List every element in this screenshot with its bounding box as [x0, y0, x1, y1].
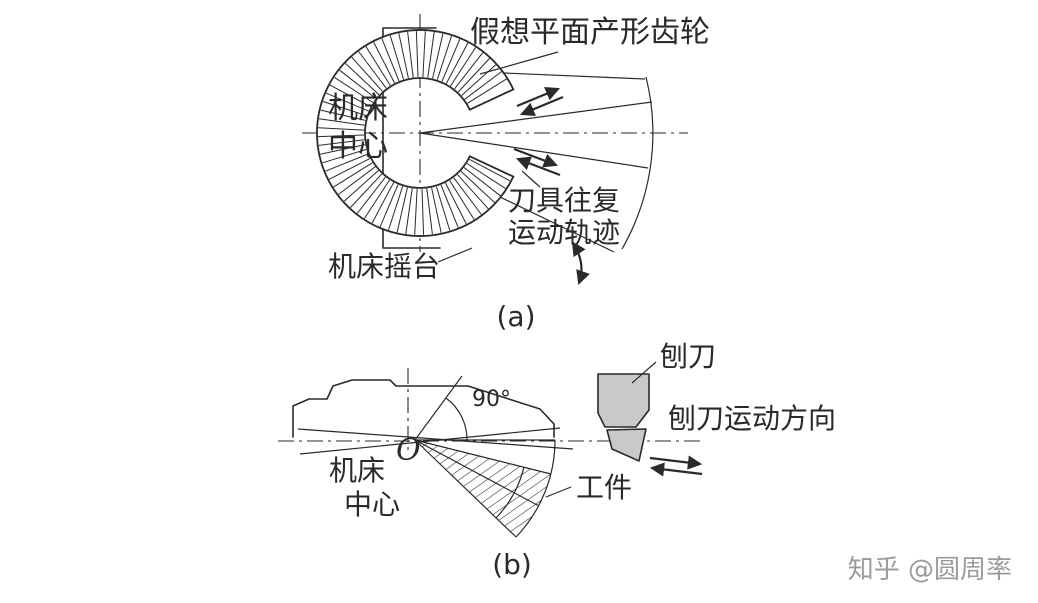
- cone-line-upper: [297, 428, 574, 450]
- toolpath-label-leader: [521, 170, 541, 188]
- workpiece-wedge: [414, 439, 556, 538]
- housing-outline: [292, 379, 555, 438]
- center-point-O: O: [396, 433, 421, 468]
- tool-motion-arrows: [649, 455, 703, 477]
- trajectory-line-upper: [419, 101, 653, 134]
- cradle-outline: [382, 27, 441, 249]
- cradle-label-leader: [437, 247, 473, 263]
- cradle-label: 机床摇台: [328, 250, 440, 283]
- watermark: 知乎 @圆周率: [848, 555, 1012, 585]
- gear-label-leader: [479, 51, 559, 75]
- workpiece-label: 工件: [576, 471, 632, 504]
- cone-line-lower: [299, 427, 561, 455]
- toolpath-label-line2: 运动轨迹: [508, 216, 620, 249]
- workpiece-label-leader: [545, 486, 572, 498]
- reciprocating-arrows-upper: [516, 87, 564, 116]
- angle-arc: [445, 397, 468, 441]
- planer-tool-label: 刨刀: [660, 340, 716, 373]
- crown-gear-hatch: [318, 31, 511, 235]
- figure-a: 假想平面产形齿轮 机床 中心 刀具往复 运动轨迹 机床摇台 (a): [302, 14, 710, 333]
- trajectory-line-lower: [419, 132, 649, 169]
- cradle-sector-lower-edge: [497, 195, 615, 253]
- back-cone-line: [414, 375, 463, 441]
- figure-a-caption: (a): [496, 300, 535, 333]
- tool-direction-label: 刨刀运动方向: [668, 402, 836, 435]
- workpiece-hatched-slice: [415, 440, 551, 537]
- planer-tool-insert: [606, 428, 647, 462]
- toolpath-label-line1: 刀具往复: [508, 184, 620, 217]
- crown-gear-ring: [316, 29, 515, 237]
- machine-center-a-line2: 中心: [328, 129, 388, 164]
- machine-center-b-line1: 机床: [329, 454, 385, 487]
- oscillation-arrow: [571, 241, 590, 286]
- machine-center-b-line2: 中心: [344, 488, 400, 521]
- figure-b-caption: (b): [492, 548, 532, 581]
- planer-tool-label-leader: [631, 361, 657, 384]
- figure-b: 90° 刨刀 刨刀运动方向 工件 机床 中心 O (b): [278, 340, 836, 581]
- angle-label: 90°: [472, 387, 511, 412]
- imaginary-gear-label: 假想平面产形齿轮: [470, 15, 710, 50]
- planer-tool-shank: [597, 373, 650, 428]
- planer-tool: [597, 373, 650, 462]
- reciprocating-arrows-lower: [513, 147, 561, 177]
- machine-center-a-line1: 机床: [328, 91, 388, 126]
- sector-arc: [621, 76, 654, 250]
- cradle-sector-upper-edge: [502, 72, 646, 80]
